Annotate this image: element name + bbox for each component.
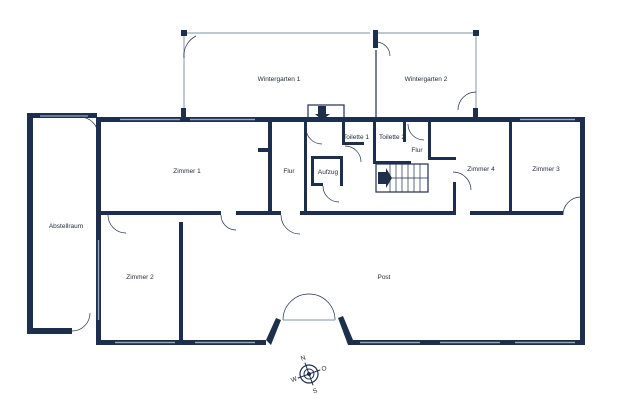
wintergarten-walls xyxy=(181,30,479,117)
doors xyxy=(71,35,582,332)
room-label-toilette-1: Toilette 1 xyxy=(343,134,369,141)
room-label-wintergarten-2: Wintergarten 2 xyxy=(405,76,448,83)
compass: N O S W xyxy=(290,354,328,395)
compass-n: N xyxy=(300,354,307,362)
room-label-post: Post xyxy=(377,274,390,281)
room-label-flur-upper: Flur xyxy=(411,147,423,154)
room-label-zimmer-1: Zimmer 1 xyxy=(173,168,201,175)
room-label-zimmer-4: Zimmer 4 xyxy=(467,166,495,173)
room-label-abstellraum: Abstellraum xyxy=(49,223,83,230)
stair-arrow-icon xyxy=(378,168,392,188)
room-label-flur: Flur xyxy=(283,168,295,175)
room-label-aufzug: Aufzug xyxy=(318,169,339,176)
compass-w: W xyxy=(290,375,299,384)
wintergarten-entry xyxy=(307,104,345,120)
interior-walls xyxy=(96,122,563,345)
compass-s: S xyxy=(312,387,319,395)
room-label-toilette-2: Toilette 2 xyxy=(379,134,405,141)
windows xyxy=(97,118,575,344)
staircase xyxy=(375,163,429,193)
compass-o: O xyxy=(321,365,328,373)
abstellraum-walls xyxy=(27,113,97,334)
entry-arrow-icon xyxy=(315,106,330,120)
room-labels: Wintergarten 1 Wintergarten 2 Toilette 1… xyxy=(49,76,560,281)
room-label-zimmer-3: Zimmer 3 xyxy=(532,166,560,173)
room-label-wintergarten-1: Wintergarten 1 xyxy=(258,76,301,83)
room-label-zimmer-2: Zimmer 2 xyxy=(126,274,154,281)
